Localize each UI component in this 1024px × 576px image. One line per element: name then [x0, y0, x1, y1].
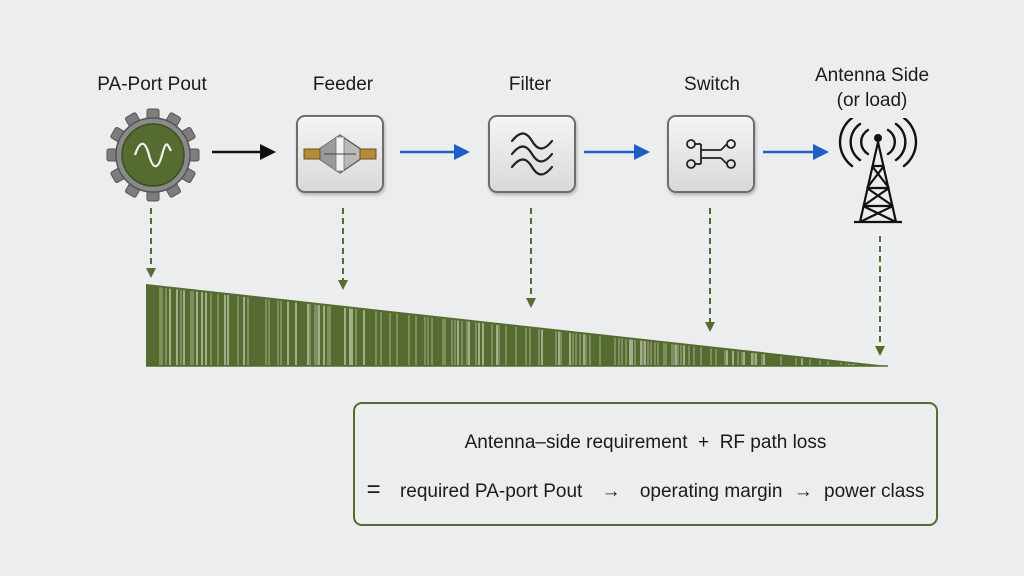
- arrow-2: →: [793, 481, 813, 502]
- equation-line-1: Antenna–side requirement + RF path loss: [355, 432, 936, 454]
- drop-arrow-feeder: [338, 208, 348, 290]
- coaxial-connector-icon: [303, 134, 377, 174]
- rf-switch-icon: [686, 139, 736, 169]
- flow-arrow-filter-to-switch: [584, 144, 650, 160]
- drop-arrow-filter: [526, 208, 536, 308]
- equation-line-2: = required PA-port Pout → operating marg…: [355, 476, 936, 504]
- flow-arrow-feeder-to-filter: [400, 144, 470, 160]
- equation-panel: Antenna–side requirement + RF path loss …: [353, 402, 938, 526]
- filter-block: [488, 115, 576, 193]
- pa-port-label: PA-Port Pout: [97, 74, 207, 95]
- antenna-tower-icon: [838, 118, 918, 224]
- switch-label: Switch: [684, 74, 740, 95]
- drop-arrow-switch: [705, 208, 715, 332]
- required-pa-port-pout-text: required PA-port Pout: [399, 481, 583, 502]
- filter-waves-icon: [510, 132, 554, 176]
- antenna-label-line1: Antenna Side: [814, 65, 930, 86]
- feeder-block: [296, 115, 384, 193]
- antenna-label-line2: (or load): [836, 90, 908, 111]
- drop-arrow-pa: [146, 208, 156, 278]
- sine-wave-gear-icon: [106, 108, 200, 202]
- feeder-label: Feeder: [312, 74, 374, 95]
- filter-label: Filter: [508, 74, 552, 95]
- operating-margin-text: operating margin: [639, 481, 783, 502]
- power-class-text: power class: [824, 481, 925, 502]
- arrow-1: →: [601, 481, 621, 502]
- flow-arrow-pa-to-feeder: [212, 144, 276, 160]
- drop-arrow-antenna: [875, 236, 885, 356]
- flow-arrow-switch-to-antenna: [763, 144, 829, 160]
- equals-sign: =: [366, 476, 381, 503]
- equation-line-1-text: Antenna–side requirement + RF path loss: [464, 432, 827, 453]
- switch-block: [667, 115, 755, 193]
